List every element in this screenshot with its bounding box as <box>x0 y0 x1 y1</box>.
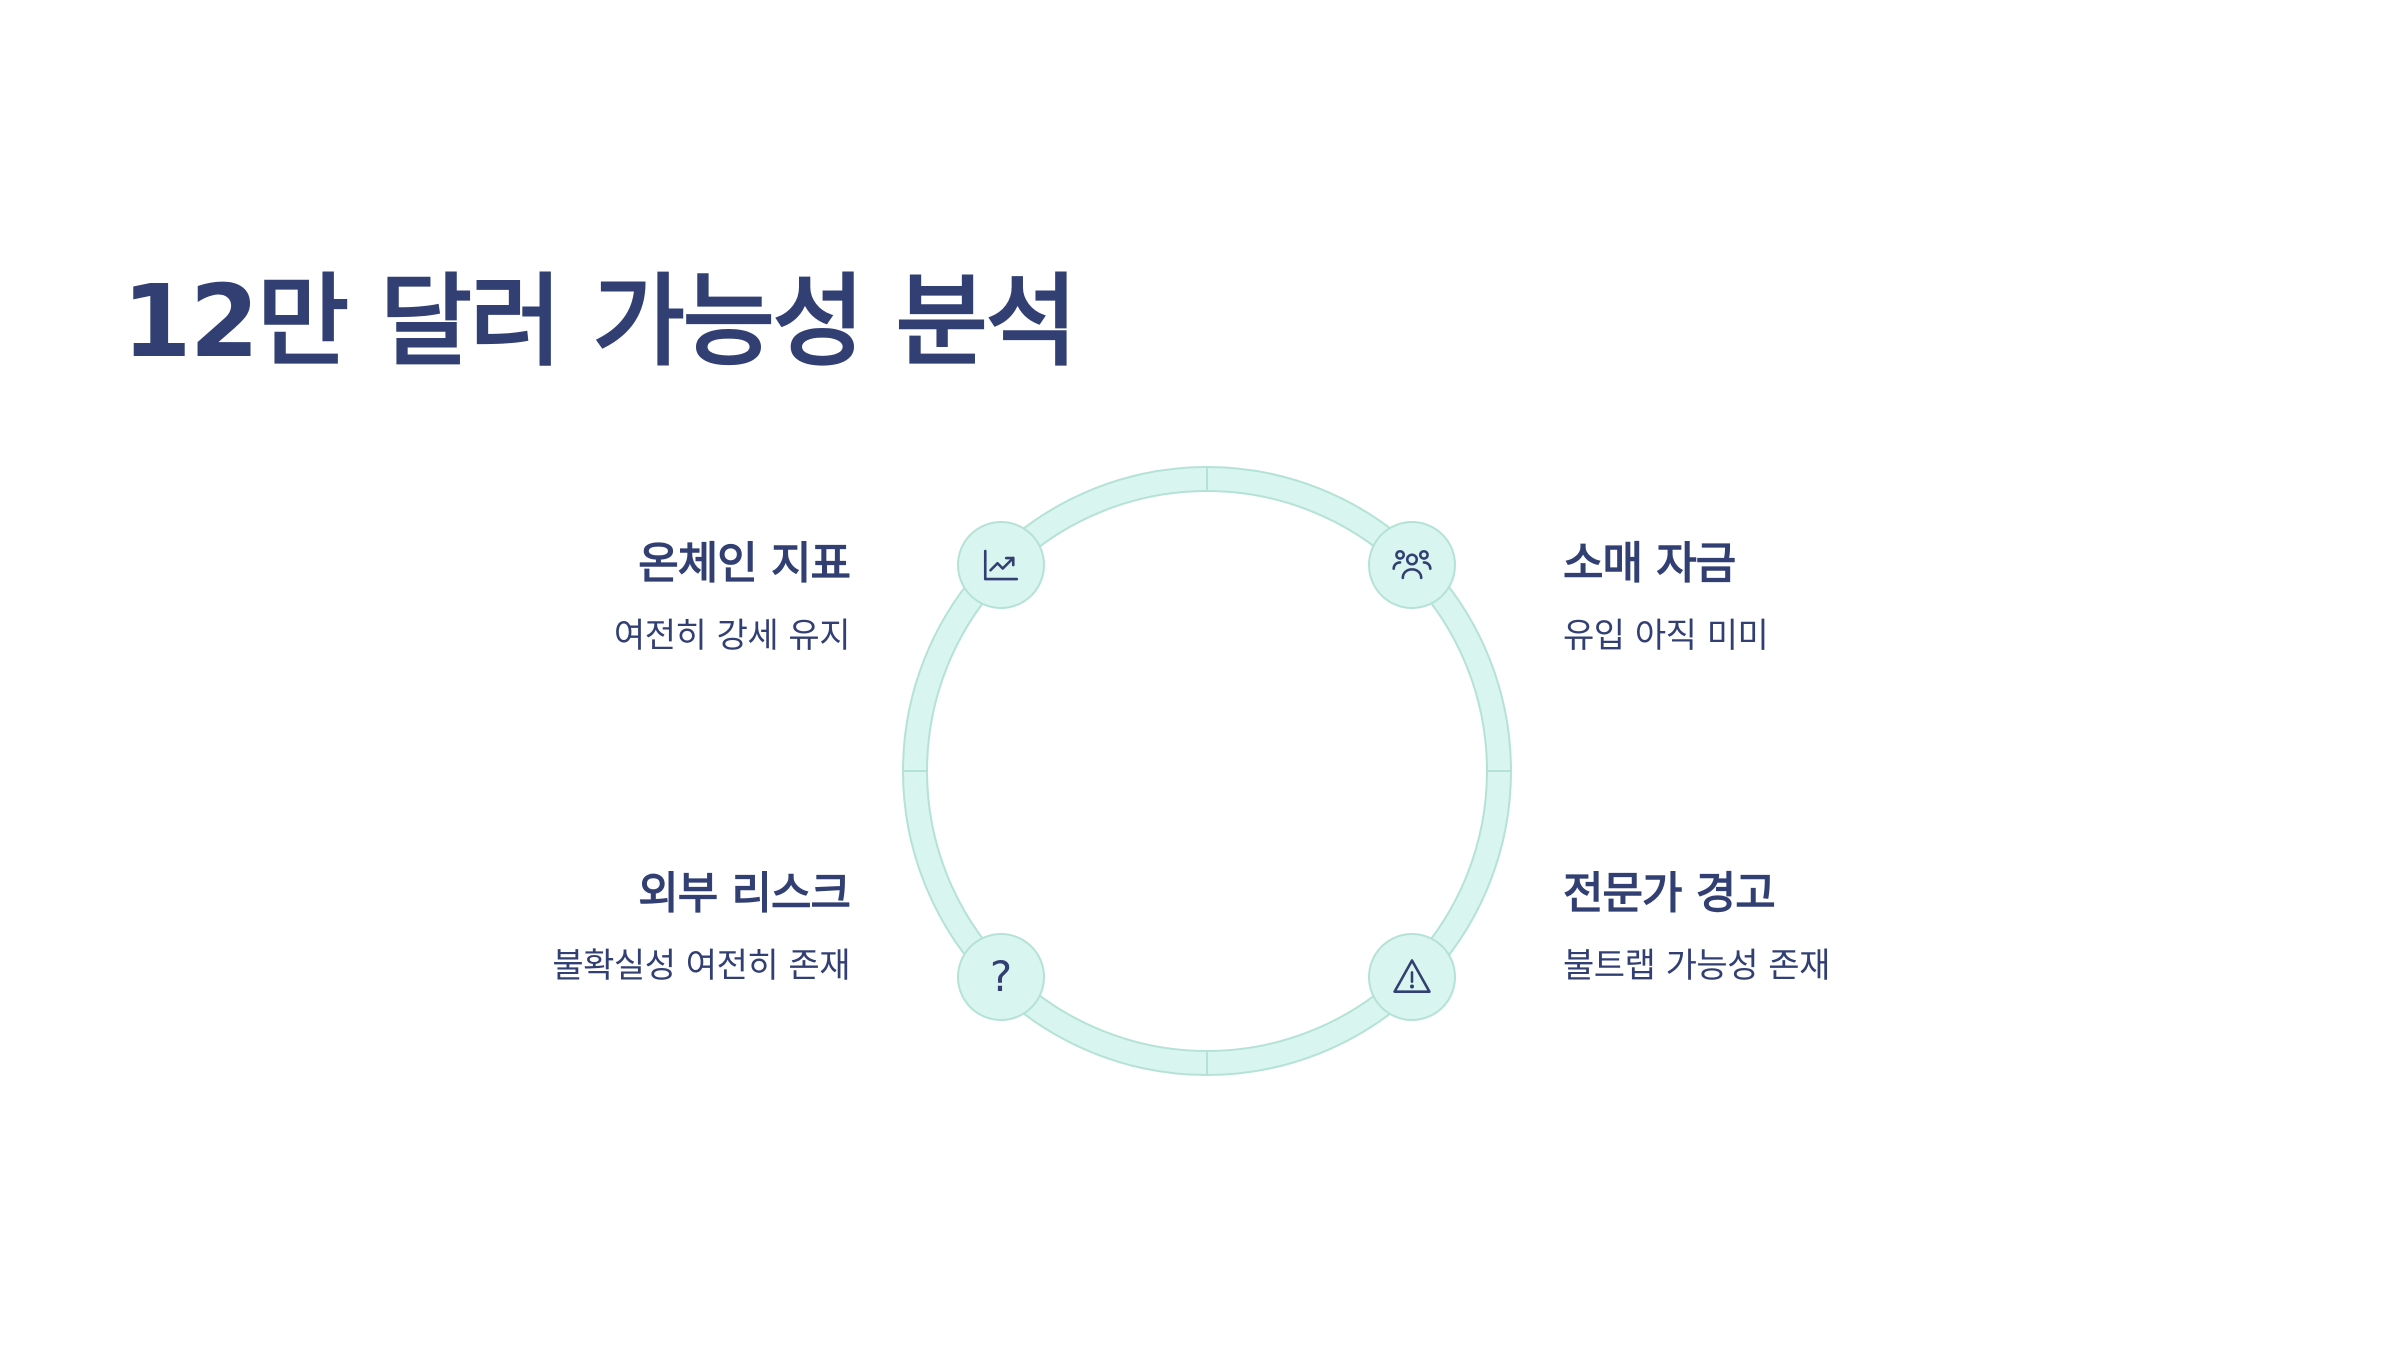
item-heading: 온체인 지표 <box>638 538 851 589</box>
page-title: 12만 달러 가능성 분석 <box>122 263 1078 380</box>
item-heading: 소매 자금 <box>1563 538 1736 589</box>
node-retail <box>1368 521 1456 609</box>
item-detail: 불트랩 가능성 존재 <box>1563 946 1830 987</box>
label-expert-warning: 전문가 경고 불트랩 가능성 존재 <box>1563 868 1830 987</box>
node-external-risk: ? <box>957 933 1045 1021</box>
node-expert-warning <box>1368 933 1456 1021</box>
label-external-risk: 외부 리스크 불확실성 여전히 존재 <box>552 868 851 987</box>
label-retail: 소매 자금 유입 아직 미미 <box>1563 538 1769 657</box>
item-detail: 여전히 강세 유지 <box>613 616 851 657</box>
trend-chart-icon <box>980 544 1022 586</box>
item-heading: 외부 리스크 <box>638 868 851 919</box>
item-detail: 유입 아직 미미 <box>1563 616 1769 657</box>
warning-icon <box>1390 955 1434 999</box>
item-heading: 전문가 경고 <box>1563 868 1776 919</box>
users-icon <box>1390 543 1434 587</box>
label-onchain: 온체인 지표 여전히 강세 유지 <box>613 538 851 657</box>
item-detail: 불확실성 여전히 존재 <box>552 946 850 987</box>
question-icon: ? <box>989 952 1013 1001</box>
node-onchain <box>957 521 1045 609</box>
